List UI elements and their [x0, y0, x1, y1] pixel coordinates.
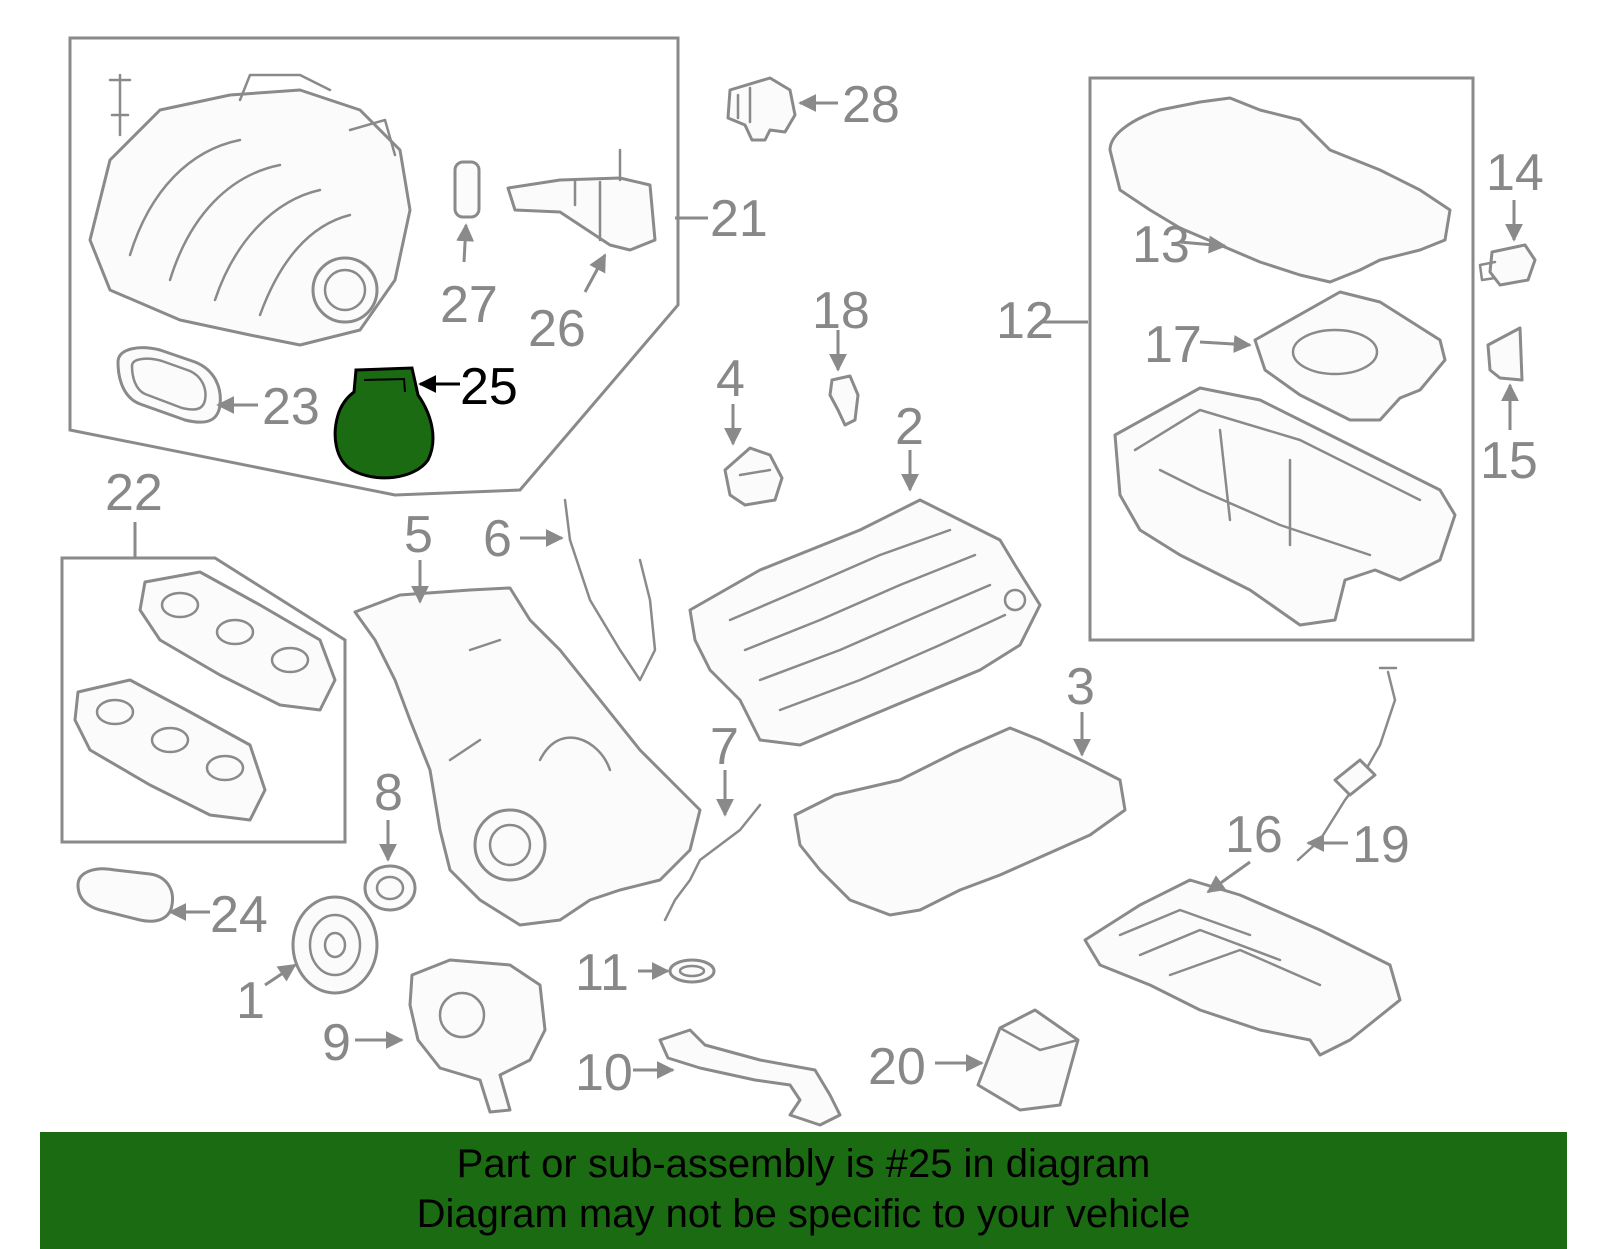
part-7-gasket [663, 803, 762, 922]
callout-24: 24 [210, 886, 268, 944]
callout-28: 28 [842, 76, 900, 134]
part-26-sensor [506, 148, 657, 252]
part-17-baffle [1253, 290, 1447, 422]
intake-manifold [88, 73, 412, 347]
banner-line-1: Part or sub-assembly is #25 in diagram [456, 1142, 1151, 1186]
callout-20: 20 [868, 1038, 926, 1096]
callout-26: 26 [528, 300, 586, 358]
callout-21: 21 [710, 190, 768, 248]
part-11-o-ring [668, 958, 716, 984]
part-9-oil-pump [408, 958, 547, 1114]
part-23-gasket [116, 346, 222, 424]
callout-15: 15 [1480, 432, 1538, 490]
callout-2: 2 [895, 398, 924, 456]
callout-23: 23 [262, 378, 320, 436]
part-4-oil-cap [723, 446, 784, 507]
part-10-pickup-tube [658, 1028, 842, 1127]
callout-17: 17 [1144, 316, 1202, 374]
callout-10: 10 [575, 1044, 633, 1102]
callout-11: 11 [575, 944, 629, 1002]
callout-labels: 21 27 26 23 25 28 12 13 17 14 15 18 4 2 … [105, 76, 1544, 1102]
group-box-12 [1088, 76, 1475, 642]
callout-6: 6 [483, 510, 512, 568]
callout-16: 16 [1225, 806, 1283, 864]
part-2-valve-cover [688, 498, 1042, 747]
callout-25: 25 [460, 358, 518, 416]
callout-7: 7 [710, 718, 739, 776]
callout-12: 12 [996, 292, 1054, 350]
part-6-gasket [563, 498, 657, 682]
part-25-gasket-highlighted [333, 366, 435, 480]
group-box-22 [60, 556, 347, 844]
part-27-ring [453, 160, 481, 219]
callout-4: 4 [716, 350, 745, 408]
part-20-oil-filter [976, 1008, 1080, 1112]
callout-5: 5 [404, 506, 433, 564]
callout-22: 22 [105, 464, 163, 522]
part-14-drain-plug [1478, 243, 1537, 287]
callout-13: 13 [1132, 216, 1190, 274]
oil-pan [1113, 386, 1457, 627]
leader-lines [133, 94, 1523, 1079]
callout-3: 3 [1066, 658, 1095, 716]
callout-19: 19 [1352, 816, 1410, 874]
callout-1: 1 [236, 972, 265, 1030]
part-22-runners [73, 570, 337, 822]
part-3-valve-cover-gasket [793, 726, 1127, 917]
part-18-sensor [828, 374, 860, 427]
part-1-pulley [291, 895, 379, 995]
part-24-gasket [76, 867, 175, 923]
part-13-oil-pan-gasket [1108, 96, 1452, 284]
part-16-windage-tray [1083, 878, 1402, 1057]
callout-27: 27 [440, 276, 498, 334]
part-28-sensor [726, 76, 797, 142]
part-8-seal [363, 864, 417, 912]
banner-line-2: Diagram may not be specific to your vehi… [416, 1192, 1191, 1236]
info-banner: Part or sub-assembly is #25 in diagram D… [40, 1132, 1567, 1249]
callout-14: 14 [1486, 144, 1544, 202]
group-box-21 [68, 36, 680, 497]
callout-9: 9 [322, 1014, 351, 1072]
part-5-timing-cover [353, 586, 702, 927]
part-15-clip [1486, 326, 1524, 382]
callout-18: 18 [812, 282, 870, 340]
callout-8: 8 [374, 764, 403, 822]
